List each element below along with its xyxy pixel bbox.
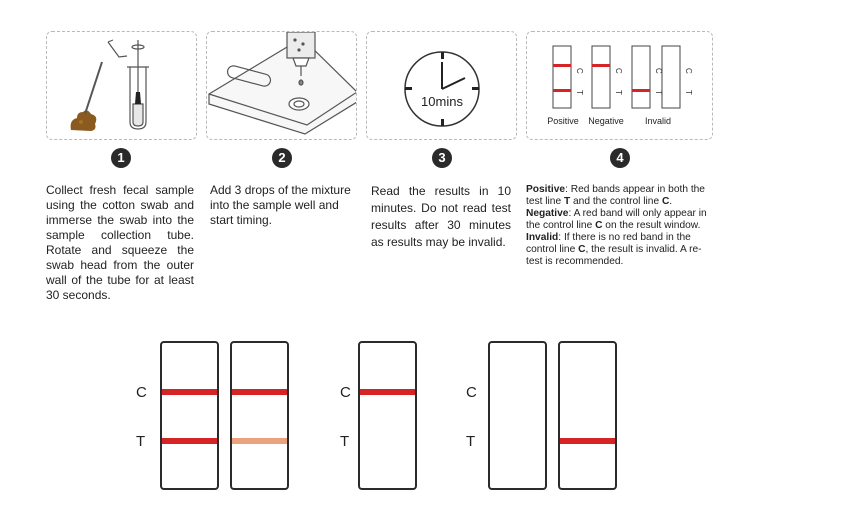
- invalid-description: Invalid: If there is no red band in the …: [526, 232, 702, 267]
- svg-text:T: T: [654, 90, 663, 95]
- group2-c-label: C: [340, 384, 351, 401]
- step4-number: 4: [610, 148, 630, 168]
- fecal-sample-icon: [70, 110, 97, 131]
- result-strip-negative: [358, 341, 417, 490]
- svg-text:C: C: [654, 68, 663, 74]
- svg-text:T: T: [614, 90, 623, 95]
- sample-collection-illustration: [70, 39, 149, 131]
- timer-label: 10mins: [421, 94, 463, 109]
- test-cassette-icon: [208, 37, 356, 135]
- result-strip-invalid-test-only: [558, 341, 617, 490]
- mini-strip-invalid-1: C T: [631, 45, 663, 109]
- step1-instruction: Collect fresh fecal sample using the cot…: [46, 183, 194, 302]
- step3-illustration-panel: 10mins: [366, 31, 517, 140]
- clock-icon: [404, 51, 480, 127]
- step3-number: 3: [432, 148, 452, 168]
- test-band: [162, 438, 217, 444]
- timer-illustration: 10mins: [404, 51, 480, 127]
- control-band: [162, 389, 217, 395]
- caption-negative: Negative: [588, 116, 624, 126]
- group3-t-label: T: [466, 433, 476, 450]
- svg-text:C: C: [614, 68, 623, 74]
- step1-number: 1: [111, 148, 131, 168]
- caption-invalid: Invalid: [645, 116, 671, 126]
- mini-strip-positive: C T: [552, 45, 584, 109]
- result-strip-positive-faint: [230, 341, 289, 490]
- svg-text:T: T: [684, 90, 693, 95]
- cotton-swab-icon: [84, 61, 103, 115]
- collection-tube-icon: [107, 39, 149, 130]
- step1-illustration-panel: [46, 31, 197, 140]
- group3-c-label: C: [466, 384, 477, 401]
- step4-illustration-panel: C T C T C T C T Positive Negative Invali…: [526, 31, 713, 140]
- step2-instruction: Add 3 drops of the mixture into the samp…: [210, 183, 351, 227]
- mini-strip-negative: C T: [591, 45, 623, 109]
- svg-text:C: C: [575, 68, 584, 74]
- step3-instruction: Read the results in 10 minutes. Do not r…: [371, 184, 511, 249]
- group1-t-label: T: [136, 433, 146, 450]
- mini-strip-invalid-2: C T: [661, 45, 693, 109]
- result-strips-illustration: C T C T C T C T Positive Negative Invali…: [547, 45, 693, 126]
- group1-c-label: C: [136, 384, 147, 401]
- add-drops-illustration: [208, 32, 356, 135]
- step2-illustration-panel: [206, 31, 357, 140]
- negative-description: Negative: A red band will only appear in…: [526, 208, 707, 231]
- control-band: [360, 389, 415, 395]
- control-band: [232, 389, 287, 395]
- svg-text:T: T: [575, 90, 584, 95]
- step2-number: 2: [272, 148, 292, 168]
- result-strip-positive-strong: [160, 341, 219, 490]
- group2-t-label: T: [340, 433, 350, 450]
- result-strip-invalid-blank: [488, 341, 547, 490]
- test-band: [560, 438, 615, 444]
- positive-description: Positive: Red bands appear in both the t…: [526, 184, 705, 207]
- test-band-faint: [232, 438, 287, 444]
- svg-text:C: C: [684, 68, 693, 74]
- dropper-bottle-icon: [286, 32, 316, 86]
- step4-instruction: Positive: Red bands appear in both the t…: [526, 184, 713, 268]
- caption-positive: Positive: [547, 116, 579, 126]
